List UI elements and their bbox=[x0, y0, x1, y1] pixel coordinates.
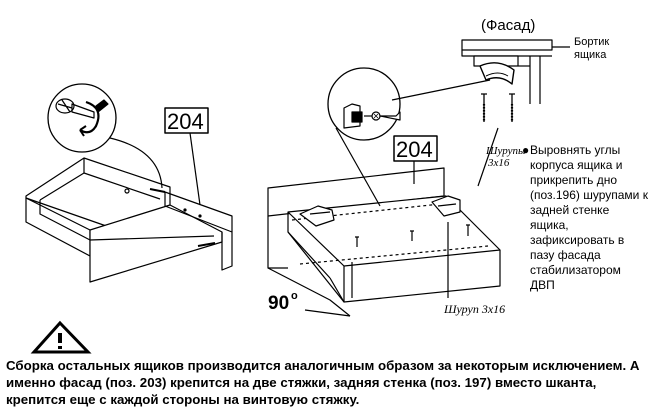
rim-label-text-2: ящика bbox=[574, 49, 607, 61]
warning-note: Сборка остальных ящиков производится ана… bbox=[6, 358, 640, 407]
screw-bottom-label: Шуруп 3x16 bbox=[443, 302, 505, 316]
detail-screwdriver-icon bbox=[343, 103, 401, 129]
screws-top-label-1: Шурупы bbox=[485, 145, 526, 157]
part-label-left: 204 bbox=[167, 109, 204, 134]
facade-label: (Фасад) bbox=[481, 17, 535, 34]
angle-label: 90 bbox=[268, 293, 289, 314]
facade-corner-detail bbox=[461, 39, 570, 187]
rim-label-text: Бортик bbox=[574, 36, 609, 48]
warning-triangle-icon bbox=[30, 320, 92, 354]
bullet-dot: ● bbox=[522, 143, 530, 157]
screws-top-label-2: 3x16 bbox=[487, 157, 510, 169]
part-label-box-left bbox=[164, 107, 209, 134]
instruction-body: Выровнять углы корпуса ящика и прикрепит… bbox=[530, 143, 648, 292]
part-label-right: 204 bbox=[396, 137, 433, 162]
part-label-box-right bbox=[393, 135, 438, 162]
angle-unit: o bbox=[291, 290, 298, 302]
right-drawer-assembly bbox=[267, 67, 501, 317]
instruction-text: ● Выровнять углы корпуса ящика и прикреп… bbox=[522, 143, 648, 293]
detail-screw-turn-icon bbox=[55, 98, 109, 137]
rim-label: Бортик ящика bbox=[574, 36, 612, 61]
left-drawer-assembly bbox=[25, 83, 233, 283]
